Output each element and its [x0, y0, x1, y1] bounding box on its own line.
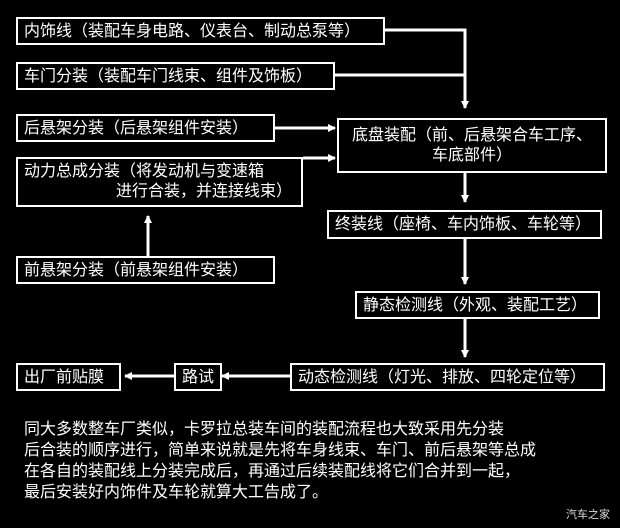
- box-powertrain-line1: 动力总成分装（将发动机与变速箱: [24, 161, 265, 180]
- box-road-test-label: 路试: [182, 367, 215, 386]
- box-rear-suspension: 后悬架分装（后悬架组件安装）: [16, 114, 275, 142]
- box-static-inspection-label: 静态检测线（外观、装配工艺）: [363, 295, 588, 314]
- connector-interior-to-chassis: [385, 28, 469, 109]
- box-powertrain-line2: 进行合装，并连接线束）: [116, 181, 293, 200]
- box-final-assembly: 终装线（座椅、车内饰板、车轮等）: [327, 210, 602, 239]
- box-front-suspension: 前悬架分装（前悬架组件安装）: [16, 256, 275, 284]
- box-door-subassembly: 车门分装（装配车门线束、组件及饰板）: [16, 62, 335, 90]
- box-pre-delivery-film-label: 出厂前贴膜: [24, 367, 105, 386]
- box-road-test: 路试: [174, 363, 222, 391]
- description-paragraph: 同大多数整车厂类似，卡罗拉总装车间的装配流程也大致采用先分装 后合装的顺序进行，…: [24, 418, 604, 502]
- box-chassis-line1: 底盘装配（前、后悬架合车工序、: [351, 125, 592, 144]
- box-interior-line: 内饰线（装配车身电路、仪表台、制动总泵等）: [16, 17, 385, 45]
- box-chassis-assembly: 底盘装配（前、后悬架合车工序、 车底部件）: [337, 118, 607, 173]
- description-line-1: 同大多数整车厂类似，卡罗拉总装车间的装配流程也大致采用先分装: [24, 419, 505, 438]
- box-door-subassembly-label: 车门分装（装配车门线束、组件及饰板）: [24, 66, 313, 85]
- box-powertrain-subassembly: 动力总成分装（将发动机与变速箱 进行合装，并连接线束）: [16, 157, 303, 207]
- box-interior-line-label: 内饰线（装配车身电路、仪表台、制动总泵等）: [24, 21, 361, 40]
- description-line-3: 在各自的装配线上分装完成后，再通过后续装配线将它们合并到一起，: [24, 461, 521, 480]
- box-chassis-line2: 车底部件）: [431, 145, 512, 164]
- description-line-4: 最后安装好内饰件及车轮就算大工告成了。: [24, 482, 329, 501]
- box-static-inspection: 静态检测线（外观、装配工艺）: [355, 291, 600, 319]
- box-dynamic-inspection: 动态检测线（灯光、排放、四轮定位等）: [290, 363, 605, 391]
- box-final-assembly-label: 终装线（座椅、车内饰板、车轮等）: [335, 214, 592, 233]
- watermark: 汽车之家: [566, 508, 610, 521]
- box-pre-delivery-film: 出厂前贴膜: [16, 363, 121, 391]
- box-dynamic-inspection-label: 动态检测线（灯光、排放、四轮定位等）: [298, 367, 587, 386]
- box-rear-suspension-label: 后悬架分装（后悬架组件安装）: [24, 118, 249, 137]
- box-front-suspension-label: 前悬架分装（前悬架组件安装）: [24, 260, 249, 279]
- description-line-2: 后合装的顺序进行，简单来说就是先将车身线束、车门、前后悬架等总成: [24, 440, 537, 459]
